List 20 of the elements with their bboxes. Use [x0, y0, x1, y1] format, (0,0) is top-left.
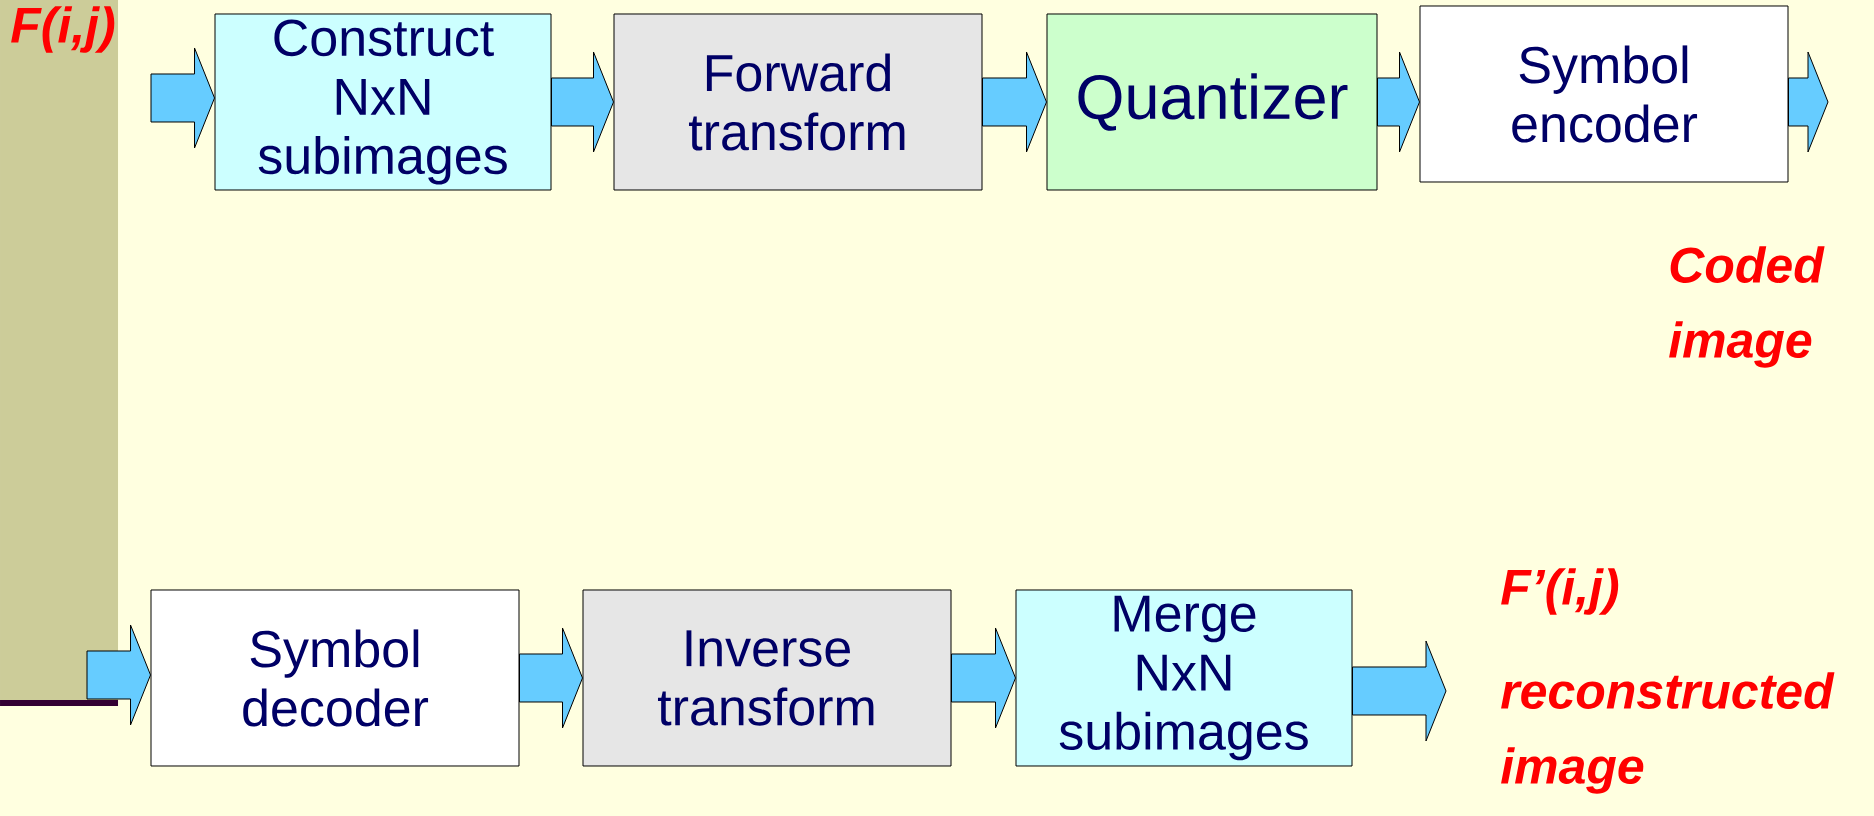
signal-label: F(i,j) — [11, 6, 115, 53]
block-arrow — [1377, 51, 1420, 153]
block-arrow — [982, 51, 1047, 153]
process-box: Inverse transform — [582, 589, 952, 767]
signal-label: Coded image — [1669, 246, 1825, 368]
block-arrow — [150, 47, 215, 149]
process-box: Symbol encoder — [1419, 5, 1789, 183]
process-box: Merge NxN subimages — [1015, 589, 1353, 767]
block-arrow — [951, 627, 1016, 729]
process-box: Construct NxN subimages — [214, 13, 552, 191]
block-arrow — [1352, 640, 1447, 742]
process-box: Symbol decoder — [150, 589, 520, 767]
block-arrow — [86, 624, 151, 726]
block-arrow — [1788, 51, 1829, 153]
process-box: Quantizer — [1046, 13, 1378, 191]
signal-label: F’(i,j) — [1501, 568, 1619, 615]
block-arrow — [551, 51, 614, 153]
signal-label: reconstructed image — [1501, 672, 1835, 794]
block-arrow — [519, 627, 583, 729]
process-box: Forward transform — [613, 13, 983, 191]
